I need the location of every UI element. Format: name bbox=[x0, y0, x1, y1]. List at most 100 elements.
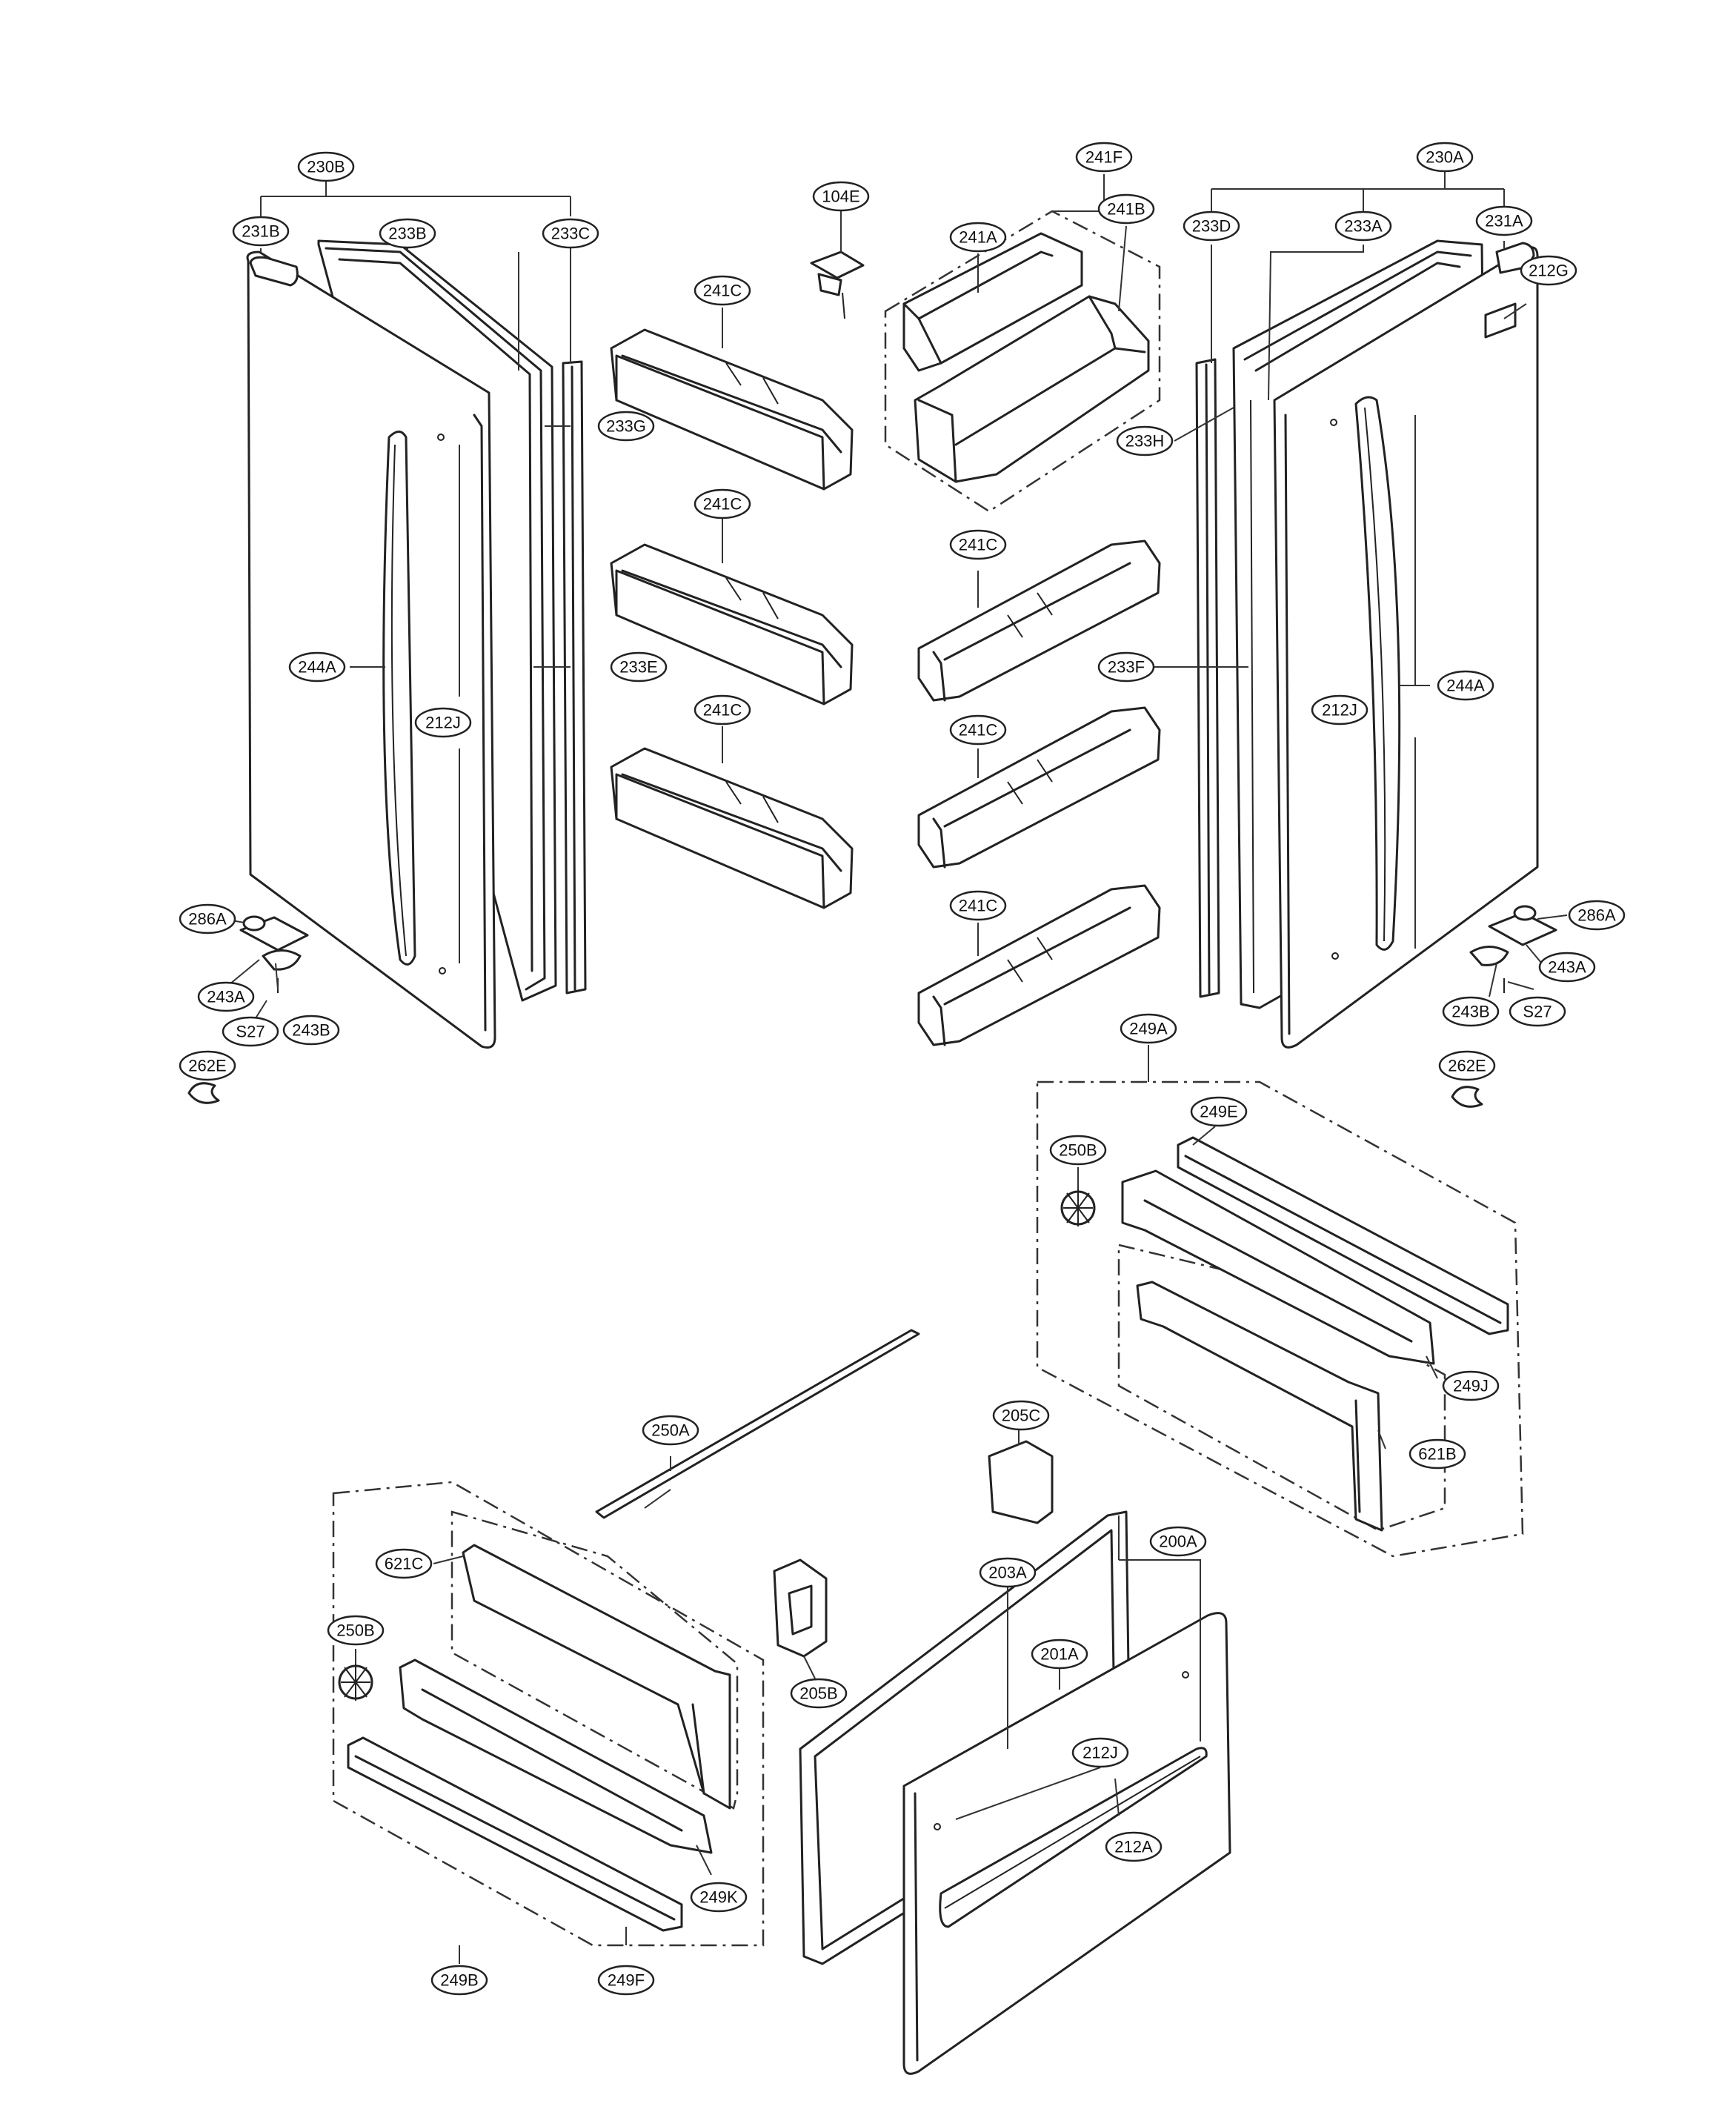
callout-bubble bbox=[430, 1965, 488, 1996]
callout-bubble bbox=[1509, 996, 1566, 1027]
callout-bubble bbox=[1442, 1370, 1500, 1401]
callout-230b: 230B bbox=[297, 151, 355, 182]
callout-text: 233A bbox=[1344, 217, 1383, 236]
callout-104e: 104E bbox=[812, 181, 870, 212]
door-bin-241c-3 bbox=[610, 747, 854, 909]
callout-text: 250B bbox=[336, 1621, 374, 1640]
callout-bubble bbox=[1437, 670, 1494, 701]
part-205c bbox=[988, 1440, 1054, 1524]
callout-text: 212G bbox=[1529, 262, 1569, 280]
callout-text: 230B bbox=[307, 158, 345, 176]
callout-249e: 249E bbox=[1190, 1096, 1248, 1127]
callout-bubble bbox=[949, 714, 1007, 746]
callout-text: 205C bbox=[1002, 1407, 1041, 1425]
callout-bubble bbox=[949, 890, 1007, 921]
callout-233a: 233A bbox=[1334, 210, 1392, 242]
callout-bubble bbox=[1190, 1096, 1248, 1127]
callout-249a: 249A bbox=[1120, 1013, 1177, 1044]
callout-text: 233H bbox=[1125, 432, 1165, 451]
callout-text: 241C bbox=[959, 721, 998, 740]
callout-bubble bbox=[694, 275, 751, 306]
callout-bubble bbox=[992, 1400, 1050, 1431]
door-bins bbox=[610, 210, 1161, 1046]
callout-bubble bbox=[1442, 996, 1500, 1027]
callout-241c-1: 241C bbox=[694, 275, 751, 306]
callout-bubble bbox=[379, 218, 436, 249]
callout-205b: 205B bbox=[790, 1678, 848, 1709]
callout-bubble bbox=[610, 651, 668, 683]
callout-text: 241C bbox=[959, 897, 998, 915]
callout-text: 233F bbox=[1108, 658, 1145, 677]
callout-212j-left: 212J bbox=[414, 707, 472, 738]
callout-text: 621B bbox=[1418, 1445, 1456, 1464]
callout-bubble bbox=[597, 1965, 655, 1996]
callout-text: 249A bbox=[1129, 1020, 1168, 1038]
callout-262e-right: 262E bbox=[1438, 1050, 1496, 1081]
callout-bubble bbox=[690, 1882, 748, 1913]
callout-bubble bbox=[1183, 210, 1240, 242]
leader-lines bbox=[213, 167, 1568, 1964]
callout-text: 230A bbox=[1426, 148, 1464, 167]
callout-231a: 231A bbox=[1475, 205, 1533, 236]
callout-244a-right: 244A bbox=[1437, 670, 1494, 701]
part-104e bbox=[810, 250, 865, 319]
callout-bubble bbox=[542, 218, 599, 249]
callout-bubble bbox=[694, 488, 751, 519]
callout-text: 201A bbox=[1040, 1645, 1079, 1664]
callout-233d: 233D bbox=[1183, 210, 1240, 242]
callout-bubble bbox=[282, 1015, 340, 1046]
callout-text: 621C bbox=[385, 1555, 424, 1573]
callout-bubble bbox=[1520, 255, 1577, 286]
callout-text: 233D bbox=[1192, 217, 1231, 236]
callout-243b-right: 243B bbox=[1442, 996, 1500, 1027]
callout-text: 212A bbox=[1114, 1838, 1153, 1856]
callout-212a: 212A bbox=[1105, 1831, 1163, 1862]
callout-text: 241C bbox=[959, 536, 998, 554]
callout-233e: 233E bbox=[610, 651, 668, 683]
callout-text: 244A bbox=[298, 658, 336, 677]
callout-text: S27 bbox=[236, 1023, 265, 1041]
callout-243a-right: 243A bbox=[1538, 952, 1596, 983]
callout-text: 241C bbox=[703, 282, 742, 300]
callout-bubble bbox=[222, 1016, 279, 1047]
callout-233f: 233F bbox=[1097, 651, 1155, 683]
callout-233b-left: 233B bbox=[379, 218, 436, 249]
callout-bubble bbox=[232, 216, 290, 247]
callout-bubble bbox=[1149, 1526, 1207, 1557]
callout-bubble bbox=[642, 1415, 699, 1446]
callout-243b-left: 243B bbox=[282, 1015, 340, 1046]
callout-621b: 621B bbox=[1409, 1438, 1466, 1470]
bin-241b bbox=[914, 295, 1150, 483]
callout-250b-right: 250B bbox=[1049, 1135, 1107, 1166]
callout-262e-left: 262E bbox=[179, 1050, 236, 1081]
callout-text: 249E bbox=[1200, 1103, 1237, 1121]
callout-233g: 233G bbox=[597, 411, 655, 442]
bin-241a bbox=[902, 232, 1083, 372]
callout-621c: 621C bbox=[375, 1548, 433, 1579]
callout-text: 286A bbox=[1577, 906, 1616, 925]
callout-bubble bbox=[375, 1548, 433, 1579]
callout-200a: 200A bbox=[1149, 1526, 1207, 1557]
callout-text: 212J bbox=[1322, 701, 1357, 720]
callout-text: 249F bbox=[608, 1971, 645, 1990]
callout-212j-right: 212J bbox=[1311, 694, 1368, 726]
callout-bubble bbox=[1538, 952, 1596, 983]
callout-bubble bbox=[597, 411, 655, 442]
callout-bubble bbox=[179, 1050, 236, 1081]
door-bin-241c-4 bbox=[917, 539, 1161, 702]
callout-250a: 250A bbox=[642, 1415, 699, 1446]
callout-text: 233B bbox=[388, 225, 426, 243]
callout-bubble bbox=[1568, 900, 1626, 931]
callout-231b: 231B bbox=[232, 216, 290, 247]
callout-286a-left: 286A bbox=[179, 903, 236, 934]
callout-text: 231A bbox=[1485, 212, 1523, 230]
callout-bubble bbox=[1071, 1737, 1129, 1768]
callout-bubble bbox=[790, 1678, 848, 1709]
door-bin-241c-6 bbox=[917, 884, 1161, 1046]
callout-text: 212J bbox=[1082, 1744, 1118, 1762]
callout-bubble bbox=[949, 222, 1007, 253]
rail-group-249b bbox=[332, 1481, 765, 1947]
callout-243a-left: 243A bbox=[197, 981, 255, 1012]
callout-text: 233E bbox=[619, 658, 657, 677]
